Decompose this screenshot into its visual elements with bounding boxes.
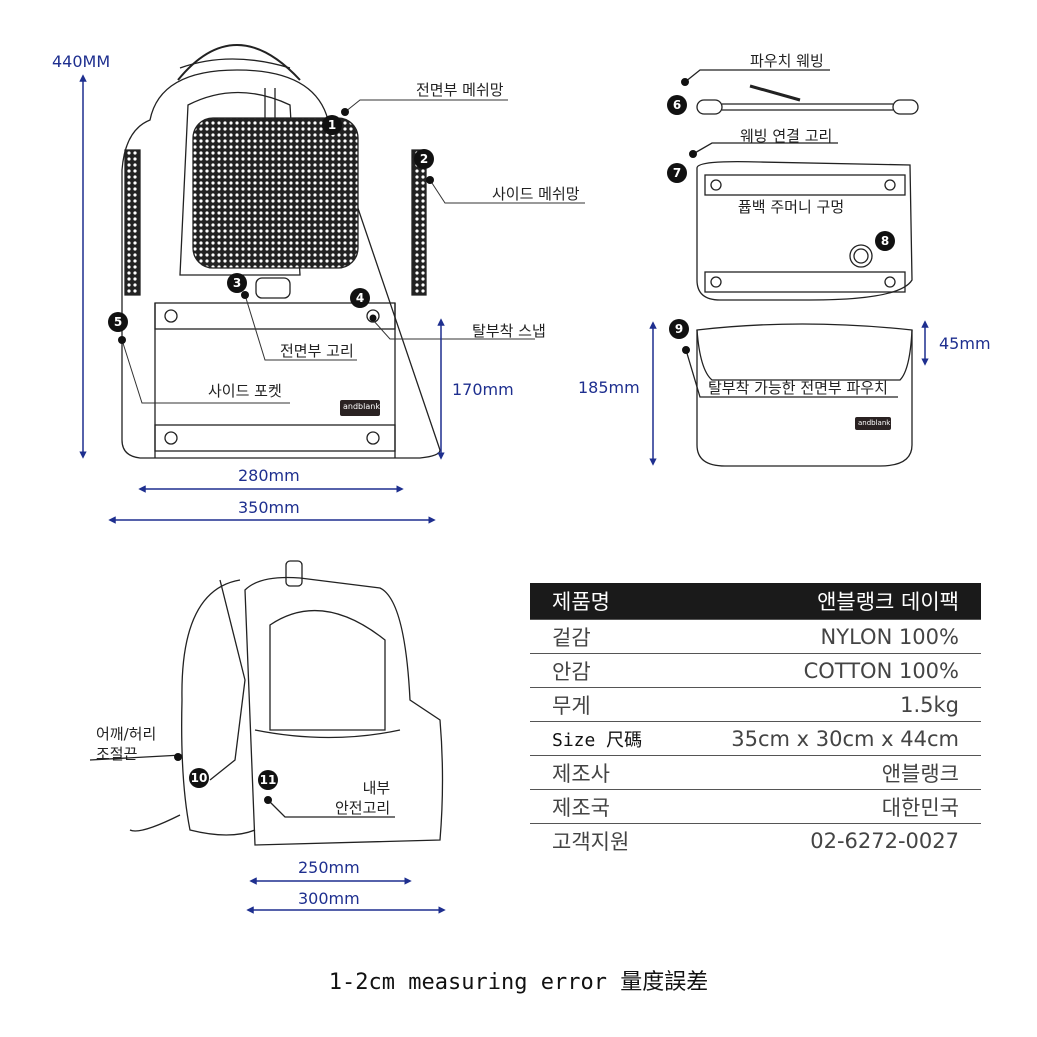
- callout-1-label: 전면부 메쉬망: [416, 81, 504, 99]
- callout-10-label-line2: 조절끈: [96, 745, 138, 763]
- pouch-top-label: 45mm: [939, 334, 991, 353]
- pouch-back-drawing: [692, 142, 913, 301]
- spec-value: NYLON 100%: [679, 619, 981, 654]
- spec-value: 대한민국: [679, 789, 981, 824]
- callout-2: 2: [414, 149, 434, 169]
- pouch-brand-tag: andblank: [858, 419, 891, 427]
- callout-1: 1: [322, 115, 342, 135]
- callout-3: 3: [227, 273, 247, 293]
- callout-10-label-line1: 어깨/허리: [96, 725, 157, 743]
- height-label: 440MM: [52, 52, 111, 71]
- callout-5: 5: [108, 312, 128, 332]
- callout-5-label: 사이드 포켓: [208, 382, 282, 400]
- width-inner-label: 280mm: [238, 466, 300, 485]
- side-width-inner-label: 250mm: [298, 858, 360, 877]
- spec-value: 1.5kg: [679, 687, 981, 722]
- spec-key: 겉감: [530, 619, 680, 654]
- callout-8: 8: [875, 231, 895, 251]
- pouch-front-drawing: [685, 323, 913, 467]
- spec-table-header: 제품명 앤블랭크 데이팩: [530, 583, 981, 620]
- spec-row: 고객지원 02-6272-0027: [530, 824, 981, 858]
- callout-9-label: 탈부착 가능한 전면부 파우치: [708, 379, 888, 397]
- spec-value: 앤블랭크 데이팩: [679, 583, 981, 620]
- pocket-height-label: 170mm: [452, 380, 514, 399]
- spec-key: Size 尺碼: [530, 721, 680, 756]
- callout-4-label: 탈부착 스냅: [472, 322, 546, 340]
- callout-3-label: 전면부 고리: [280, 342, 354, 360]
- front-dimension-arrows: [79, 74, 929, 914]
- callout-6: 6: [667, 95, 687, 115]
- measuring-error-note: 1-2cm measuring error 量度誤差: [328, 970, 709, 995]
- front-leader-lines: [121, 99, 585, 404]
- callout-8-label: 퓹백 주머니 구멍: [738, 198, 845, 216]
- callout-11-label-line2: 안전고리: [335, 799, 391, 817]
- pouch-height-label: 185mm: [578, 378, 640, 397]
- callout-10: 10: [189, 768, 209, 788]
- callout-6-label: 파우치 웨빙: [750, 52, 824, 70]
- side-width-outer-label: 300mm: [298, 889, 360, 908]
- callout-11-label-line1: 내부: [362, 779, 391, 797]
- brand-tag: andblank: [343, 402, 380, 411]
- spec-key: 제조사: [530, 755, 680, 790]
- spec-key: 고객지원: [552, 829, 630, 854]
- callout-7-label: 웨빙 연결 고리: [740, 127, 833, 145]
- width-outer-label: 350mm: [238, 498, 300, 517]
- callout-11-label: 내부 안전고리: [335, 778, 390, 818]
- callout-10-label: 어깨/허리 조절끈: [96, 724, 156, 764]
- spec-key: 제품명: [530, 583, 680, 620]
- spec-value: COTTON 100%: [679, 653, 981, 688]
- callout-2-label: 사이드 메쉬망: [492, 185, 580, 203]
- callout-9: 9: [669, 319, 689, 339]
- spec-value: 앤블랭크: [679, 755, 981, 790]
- front-backpack-drawing: [121, 44, 441, 459]
- spec-key: 안감: [530, 653, 680, 688]
- callout-11: 11: [258, 770, 278, 790]
- spec-value: 02-6272-0027: [810, 828, 959, 853]
- spec-key: 제조국: [530, 789, 680, 824]
- spec-value: 35cm x 30cm x 44cm: [679, 721, 981, 756]
- spec-key: 무게: [530, 687, 680, 722]
- callout-4: 4: [350, 288, 370, 308]
- pouch-webbing-drawing: [684, 69, 919, 115]
- callout-7: 7: [667, 163, 687, 183]
- side-backpack-drawing: [89, 560, 444, 846]
